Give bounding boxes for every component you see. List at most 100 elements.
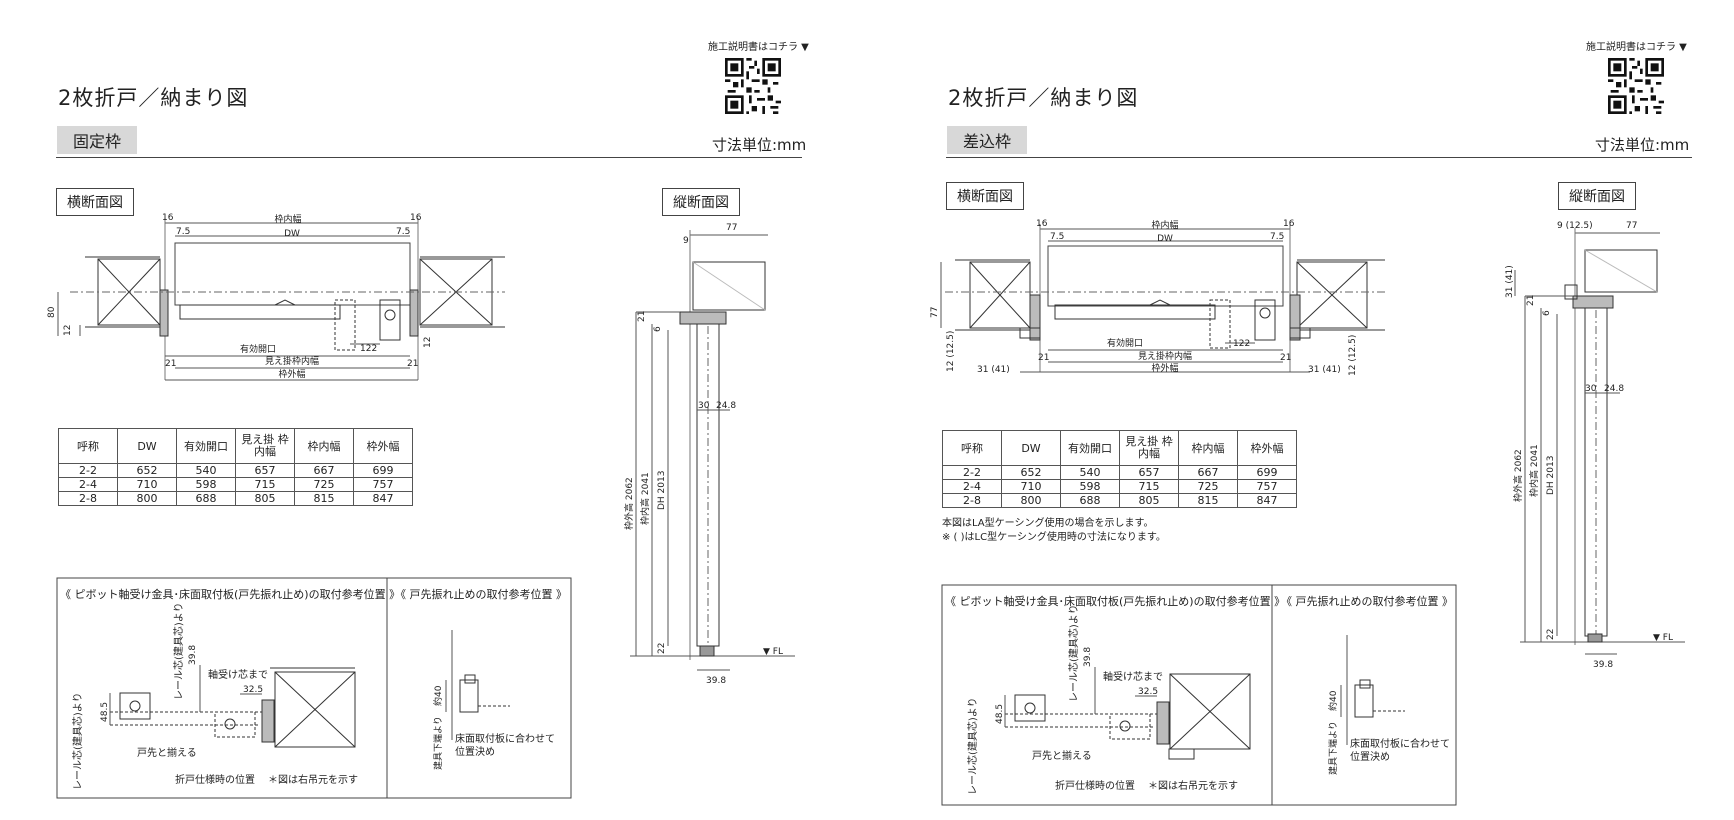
col-header: 有効開口 [1060, 430, 1120, 466]
table-cell: 688 [1060, 493, 1120, 508]
casing-head [1564, 284, 1578, 300]
detail-text: 戸先と揃える [137, 746, 197, 759]
door-leaf [696, 323, 720, 647]
jamb-right [409, 289, 419, 337]
qr-caption: 施工説明書はコチラ ▼ [708, 42, 809, 53]
door-panel-folded [179, 304, 341, 320]
header-rule [56, 157, 802, 158]
col-header: 見え掛 枠内幅 [235, 428, 295, 464]
door-panel-edge [1254, 299, 1276, 341]
door-frame-head [1047, 245, 1284, 307]
dim-text: 77 [1626, 221, 1637, 231]
detail-frame [56, 577, 572, 799]
detail-text: レール芯(建具芯)より [172, 602, 185, 700]
table-row: 2-4 710 598 715 725 757 [942, 479, 1297, 494]
dim-text: 12 (12.5) [946, 331, 956, 372]
plan-section-drawing [57, 218, 505, 381]
dim-text: 16 [1036, 219, 1048, 229]
dim-text: 6 [653, 326, 663, 332]
drawing-layer: 枠内幅 DW 16 16 7.5 7.5 有効開口 見え掛枠内幅 枠外幅 122… [930, 219, 1685, 806]
detail-text: 位置決め [1350, 750, 1390, 763]
dim-text: 22 [1546, 629, 1556, 640]
sheet-insert-frame: 施工説明書はコチラ ▼ 2枚折戸／納まり図 差込枠 寸法単位:mm 横断面図 縦… [885, 0, 1734, 820]
dim-text: 39.8 [1593, 660, 1613, 670]
table-cell: 667 [294, 463, 354, 478]
dim-text: 枠内高 2041 [639, 472, 651, 525]
dim-text: 16 [162, 213, 174, 223]
dim-text: 24.8 [1604, 384, 1624, 394]
stopper-tab [1359, 679, 1371, 689]
dim-text: DH 2013 [657, 471, 667, 510]
dim-text: 21 [407, 359, 418, 369]
pivot-bottom [699, 645, 715, 657]
detail-text: 48.5 [100, 702, 110, 722]
floor-plate [214, 711, 256, 738]
floor-plate [1109, 713, 1151, 740]
detail-text: 位置決め [455, 745, 495, 758]
qr-code-icon[interactable] [1608, 58, 1664, 114]
dim-text: 39.8 [706, 676, 726, 686]
dim-text: DW [1157, 234, 1173, 244]
casing-right [1289, 327, 1311, 339]
wall-cross [274, 671, 356, 748]
vertical-section-drawing [1514, 228, 1685, 655]
detail-text: 32.5 [1138, 687, 1158, 697]
dim-text: 30 [698, 401, 710, 411]
wall-cross [1296, 261, 1368, 329]
frame-type-tag: 差込枠 [947, 126, 1028, 154]
dim-text: 21 [1526, 295, 1536, 306]
dim-text: 枠外幅 [1151, 362, 1178, 374]
head-jamb [679, 311, 727, 325]
col-header: 枠外幅 [353, 428, 413, 464]
dim-text: 31 (41) [977, 365, 1010, 375]
page-title: 2枚折戸／納まり図 [948, 86, 1139, 110]
table-cell: 815 [294, 491, 354, 506]
dim-text: 16 [410, 213, 422, 223]
head-cross [692, 261, 766, 311]
casing [1168, 748, 1195, 760]
horizontal-section-label: 横断面図 [56, 188, 134, 216]
jamb-left [159, 289, 169, 337]
table-cell: 652 [117, 463, 177, 478]
head-jamb [1572, 295, 1614, 309]
vertical-section-label: 縦断面図 [662, 188, 740, 216]
table-cell: 2-2 [942, 465, 1002, 480]
detail-text: 32.5 [243, 685, 263, 695]
dim-text: DH 2013 [1546, 456, 1556, 495]
sheet-fixed-frame: 施工説明書はコチラ ▼ 2枚折戸／納まり図 固定枠 寸法単位:mm 横断面図 縦… [0, 0, 860, 820]
dim-text: 枠内幅 [274, 213, 301, 225]
dim-text: 枠外幅 [278, 368, 305, 380]
col-header: 有効開口 [176, 428, 236, 464]
dim-text: 見え掛枠内幅 [1138, 350, 1192, 362]
detail-text: 折戸仕様時の位置 [175, 773, 255, 786]
dim-text: 12 [63, 325, 73, 336]
unit-label: 寸法単位:mm [712, 136, 807, 154]
detail-text: 軸受け芯まで [1103, 670, 1163, 683]
dim-text: 22 [657, 643, 667, 654]
dim-text: 有効開口 [1107, 337, 1143, 349]
table-cell: 847 [353, 491, 413, 506]
detail-text: 39.8 [188, 645, 198, 665]
page-title: 2枚折戸／納まり図 [58, 86, 249, 110]
floor-plate-screw [224, 718, 236, 730]
dim-text: 31 (41) [1308, 365, 1341, 375]
wall-box [1169, 673, 1251, 750]
pivot-circle [384, 309, 396, 321]
detail-frame [941, 584, 1457, 806]
table-cell: 805 [235, 491, 295, 506]
wall-cross [1169, 673, 1251, 750]
spec-table: 呼称 DW 有効開口 見え掛 枠内幅 枠内幅 枠外幅 2-2 652 540 6… [58, 428, 413, 506]
dim-text: 21 [1280, 353, 1291, 363]
casing-left [1019, 327, 1041, 339]
dim-text: 9 (12.5) [1557, 221, 1593, 231]
dim-text: 12 [423, 337, 433, 348]
dim-text: 枠内高 2041 [1528, 444, 1540, 497]
detail-text: 軸受け芯まで [208, 668, 268, 681]
detail-text: レール芯(建具芯)より [71, 692, 84, 790]
vertical-section-drawing [630, 230, 795, 671]
qr-code-icon[interactable] [725, 58, 781, 114]
detail-text: 39.8 [1083, 647, 1093, 667]
table-cell: 800 [117, 491, 177, 506]
col-header: 呼称 [942, 430, 1002, 466]
dim-text: 7.5 [176, 227, 190, 237]
